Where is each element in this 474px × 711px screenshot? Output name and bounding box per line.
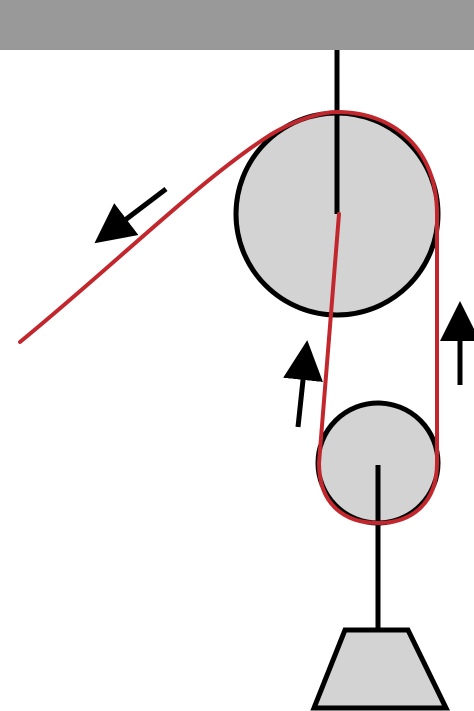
weight bbox=[310, 627, 450, 711]
ceiling bbox=[0, 0, 474, 50]
rope bbox=[18, 110, 439, 525]
rope-up-left-arrow bbox=[283, 340, 323, 428]
pull-direction-arrow bbox=[94, 187, 168, 244]
